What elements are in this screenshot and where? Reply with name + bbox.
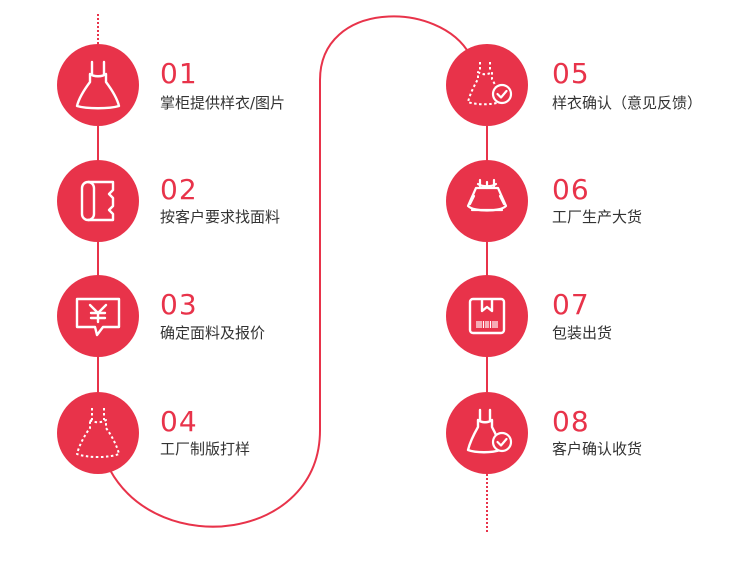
- step-02-number: 02: [160, 173, 198, 206]
- yuan-price-icon: [75, 297, 121, 337]
- step-04-label: 工厂制版打样: [160, 440, 251, 458]
- step-08-circle: [446, 392, 528, 474]
- dress-received-icon: [466, 408, 513, 454]
- step-06-number: 06: [552, 173, 590, 206]
- u-curve-bottom: [109, 15, 471, 528]
- step-01-label: 掌柜提供样衣/图片: [160, 94, 286, 112]
- step-03-label: 确定面料及报价: [160, 324, 266, 342]
- dress-icon: [75, 60, 121, 110]
- step-07-label: 包装出货: [552, 324, 613, 342]
- step-07-number: 07: [552, 288, 590, 321]
- dress-pattern-icon: [76, 408, 120, 458]
- step-07-circle: [446, 275, 528, 357]
- step-04-circle: [57, 392, 139, 474]
- step-03-circle: [57, 275, 139, 357]
- step-01-circle: [57, 44, 139, 126]
- step-05-circle: [446, 44, 528, 126]
- step-04-number: 04: [160, 405, 198, 438]
- step-06-circle: [446, 160, 528, 242]
- bulk-dresses-icon: [466, 178, 508, 212]
- dress-check-icon: [467, 62, 513, 106]
- step-08-number: 08: [552, 405, 590, 438]
- fabric-roll-icon: [80, 180, 115, 222]
- step-01-number: 01: [160, 57, 198, 90]
- package-box-icon: [468, 297, 506, 335]
- step-05-label: 样衣确认（意见反馈）: [552, 94, 703, 112]
- step-03-number: 03: [160, 288, 198, 321]
- step-02-circle: [57, 160, 139, 242]
- step-06-label: 工厂生产大货: [552, 208, 643, 226]
- step-02-label: 按客户要求找面料: [160, 208, 281, 226]
- step-08-label: 客户确认收货: [552, 440, 643, 458]
- step-05-number: 05: [552, 57, 590, 90]
